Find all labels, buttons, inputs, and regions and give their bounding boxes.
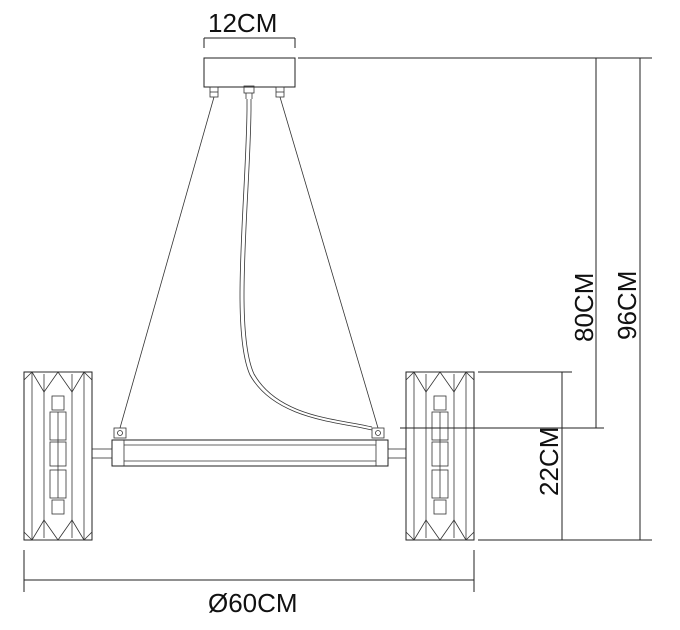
shade-height-label: 22CM xyxy=(534,427,564,496)
canopy-width-label: 12CM xyxy=(208,8,277,38)
horizontal-bar xyxy=(91,439,407,467)
dimension-canopy-width: 12CM xyxy=(203,8,296,48)
suspension-cables xyxy=(119,96,379,431)
drop-height-label: 80CM xyxy=(569,273,599,342)
total-height-label: 96CM xyxy=(612,271,642,340)
diameter-label: Ø60CM xyxy=(208,588,298,618)
dimension-total-height: 96CM xyxy=(298,57,652,541)
dimension-diameter: Ø60CM xyxy=(23,550,475,618)
dimension-drop-height: 80CM xyxy=(400,58,604,429)
left-shade xyxy=(23,371,93,541)
right-shade xyxy=(405,371,475,541)
canopy xyxy=(203,57,296,99)
dimension-shade-height: 22CM xyxy=(478,371,572,540)
cable-clips xyxy=(113,427,385,439)
